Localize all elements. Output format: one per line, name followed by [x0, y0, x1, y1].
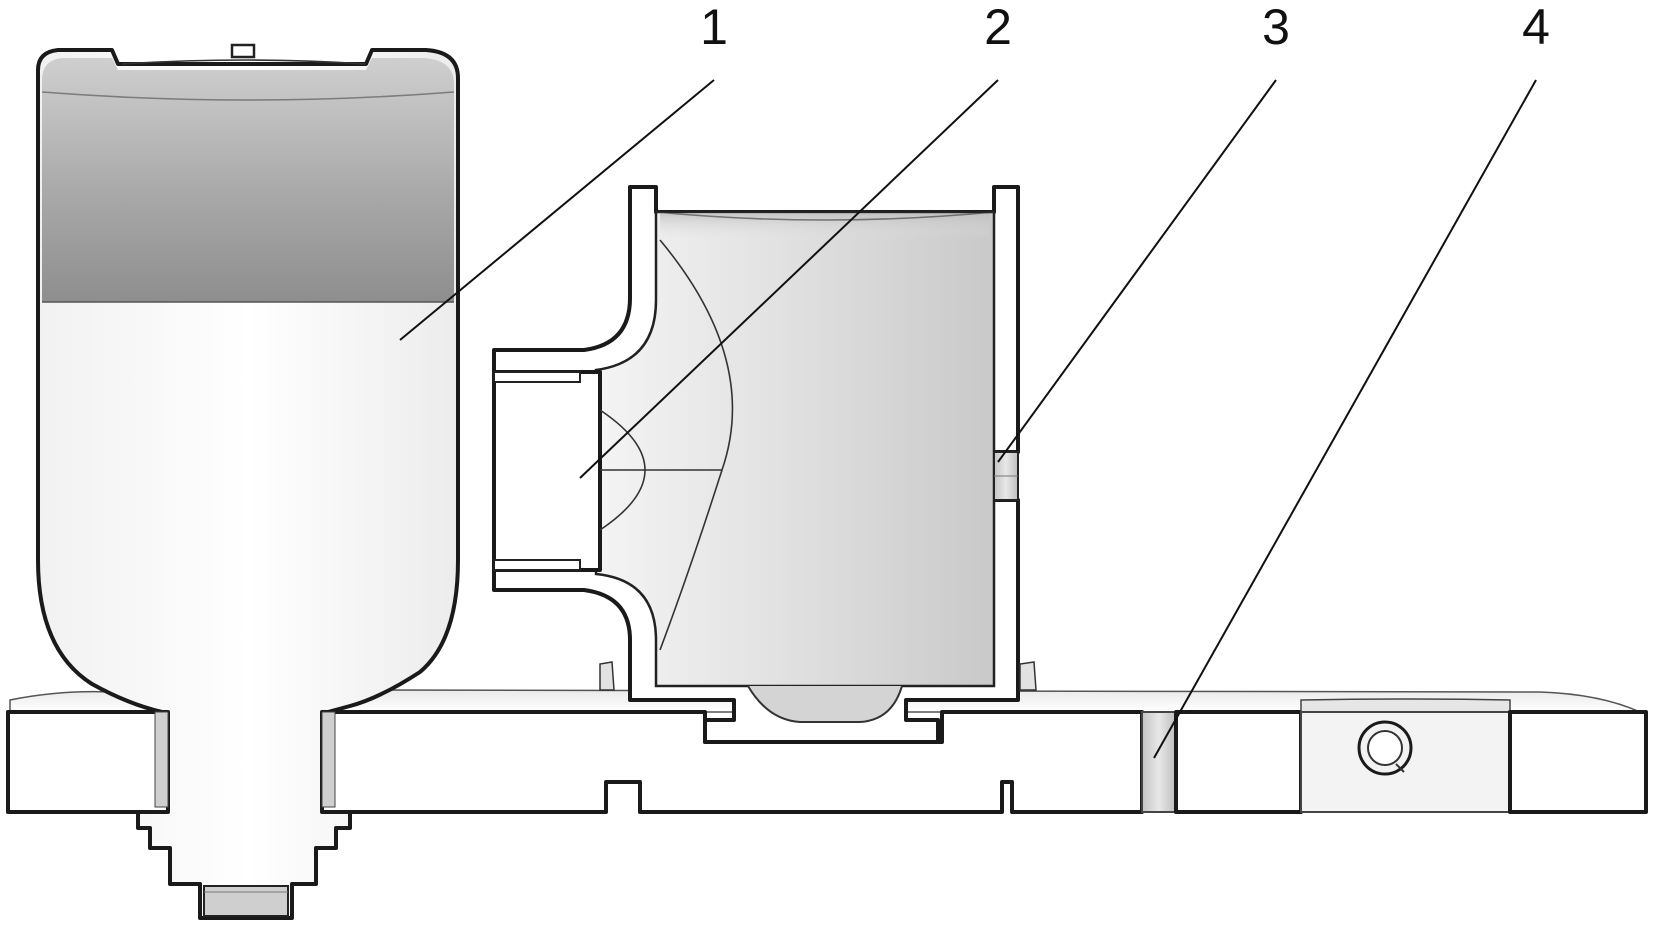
callout-1: 1 — [700, 0, 728, 55]
callout-2: 2 — [984, 0, 1012, 55]
callout-labels: 1 2 3 4 — [700, 0, 1550, 55]
callout-3: 3 — [1262, 0, 1290, 55]
callout-4: 4 — [1522, 0, 1550, 55]
leader-lines — [399, 79, 1537, 759]
leader-line-4 — [1153, 79, 1537, 759]
leader-line-1 — [399, 79, 715, 341]
flow-chamber — [492, 185, 1037, 744]
leader-line-2 — [579, 79, 999, 479]
leader-line-3 — [997, 79, 1277, 463]
reservoir-bottle — [36, 43, 460, 920]
base-rail — [6, 689, 1648, 814]
